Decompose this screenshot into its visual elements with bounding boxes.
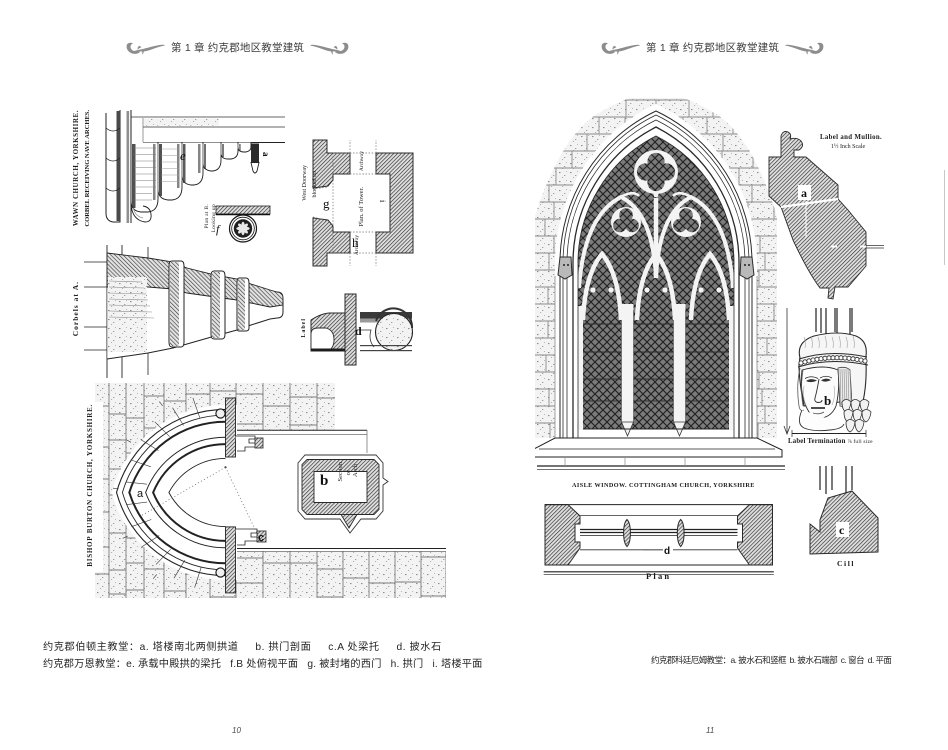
svg-text:f: f bbox=[216, 222, 221, 236]
svg-text:d: d bbox=[664, 546, 670, 557]
svg-text:b: b bbox=[320, 473, 328, 489]
svg-text:a: a bbox=[801, 186, 807, 200]
svg-text:b: b bbox=[824, 393, 831, 408]
svg-text:c: c bbox=[839, 523, 845, 537]
svg-text:e: e bbox=[180, 148, 186, 163]
svg-text:a: a bbox=[261, 152, 271, 157]
svg-text:c: c bbox=[258, 532, 264, 544]
svg-text:g: g bbox=[323, 196, 330, 211]
svg-text:i: i bbox=[378, 200, 387, 203]
svg-text:h: h bbox=[352, 235, 359, 250]
svg-text:d: d bbox=[355, 324, 362, 338]
svg-text:a: a bbox=[137, 488, 144, 500]
